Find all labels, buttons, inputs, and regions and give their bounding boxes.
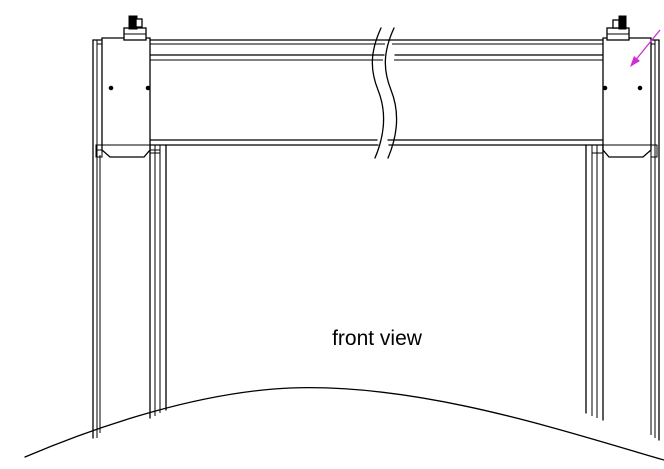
- view-label: front view: [332, 327, 423, 350]
- left-end-cap: [95, 37, 161, 158]
- right-top-fitting: [606, 15, 630, 41]
- left-post: [92, 39, 167, 439]
- left-top-fitting: [123, 15, 147, 41]
- annotation-arrow: [630, 29, 661, 67]
- top-beam-left: [92, 39, 391, 146]
- ground-curve: [24, 386, 664, 461]
- break-lines: [371, 27, 398, 159]
- right-post: [585, 39, 660, 441]
- right-end-cap: [591, 37, 658, 158]
